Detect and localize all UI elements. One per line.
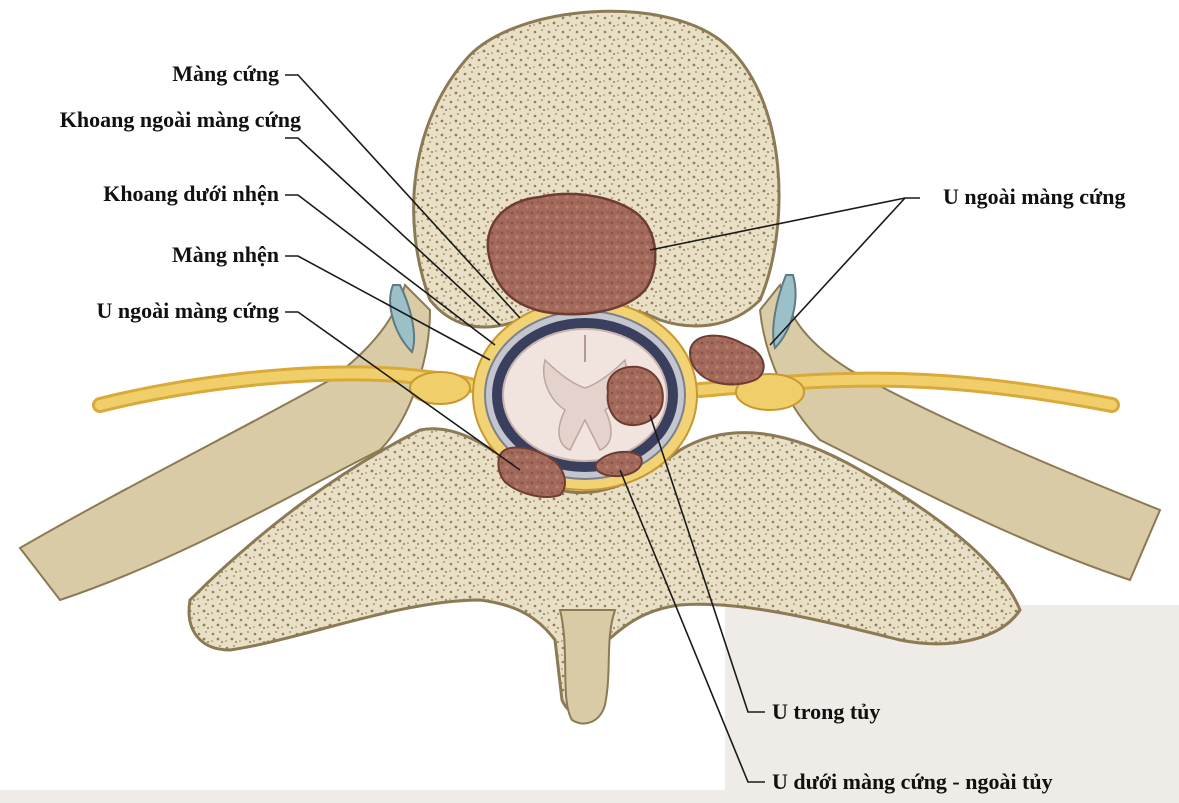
- label-extradural-tumor-left: U ngoài màng cứng: [96, 298, 280, 323]
- backdrop-strip: [0, 790, 1179, 803]
- leader-extradural-left: [285, 311, 521, 471]
- leader-intramedullary: [649, 414, 765, 713]
- extradural-tumor-anterior: [486, 192, 657, 316]
- extradural-tumor-left: [497, 446, 566, 498]
- leader-subarachnoid: [285, 194, 496, 346]
- right-facet-joint: [772, 274, 797, 350]
- intramedullary-tumor: [606, 365, 664, 426]
- label-dura-mater: Màng cứng: [172, 61, 279, 86]
- label-intradural-extramedullary-tumor: U dưới màng cứng - ngoài tủy: [772, 769, 1053, 794]
- right-ganglion: [735, 373, 805, 411]
- label-extradural-tumor-right: U ngoài màng cứng: [943, 184, 1126, 209]
- right-transverse-process: [758, 282, 1162, 582]
- left-transverse-process: [18, 283, 432, 602]
- label-subarachnoid-space: Khoang dưới nhện: [103, 181, 279, 206]
- leader-arachnoid: [285, 255, 491, 361]
- extradural-tumor-right: [689, 334, 765, 386]
- leader-dura: [285, 74, 521, 319]
- label-arachnoid: Màng nhện: [172, 242, 279, 267]
- label-epidural-space: Khoang ngoài màng cứng: [59, 107, 301, 132]
- leader-intradural: [619, 469, 765, 783]
- gray-matter: [543, 358, 627, 451]
- left-ganglion: [409, 371, 471, 405]
- leader-epidural: [285, 137, 501, 326]
- leader-extradural-right-b: [769, 197, 906, 346]
- intradural-extramedullary-tumor: [594, 450, 643, 478]
- label-intramedullary-tumor: U trong tủy: [772, 699, 881, 724]
- spinous-process: [558, 609, 617, 725]
